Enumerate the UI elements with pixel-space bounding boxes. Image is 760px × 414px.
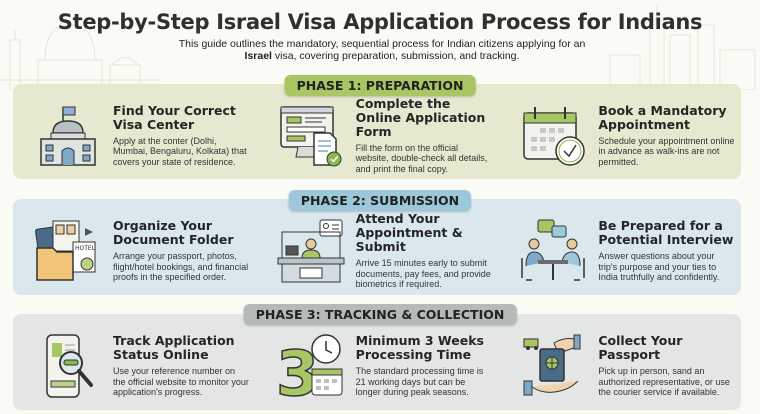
step-online-form: Complete the Online Application Form Fil… xyxy=(256,84,499,179)
phone-search-icon xyxy=(46,334,93,398)
subtitle-bold: Israel xyxy=(244,50,272,62)
calendar-clock-icon xyxy=(523,106,586,166)
step-title: Attend Your Appointment & Submit xyxy=(355,211,463,255)
phase-2-panel: HOTEL Organize Your Document Folder Arra… xyxy=(13,199,741,295)
passport-handover-icon xyxy=(523,334,581,396)
step-book-appointment: Book a Mandatory Appointment Schedule yo… xyxy=(498,84,741,179)
phase-3-panel: Track Application Status Online Use your… xyxy=(13,314,741,410)
step-collect-passport: Collect Your Passport Pick up in person,… xyxy=(498,314,741,410)
document-folder-icon: HOTEL xyxy=(35,220,96,281)
subtitle-text: This guide outlines the mandatory, seque… xyxy=(178,38,586,50)
computer-form-icon xyxy=(279,105,342,166)
service-counter-icon xyxy=(277,219,345,283)
step-description: Arrive 15 minutes early to submit docume… xyxy=(355,258,491,290)
step-title: Collect Your Passport xyxy=(598,333,683,363)
step-processing-time: 3 Minimum 3 Weeks Processing Time The st… xyxy=(256,314,499,410)
step-description: Fill the form on the official website, d… xyxy=(355,142,488,174)
step-title: Organize Your Document Folder xyxy=(113,218,234,248)
step-organize-documents: HOTEL Organize Your Document Folder Arra… xyxy=(13,199,256,295)
page-subtitle: This guide outlines the mandatory, seque… xyxy=(172,38,592,62)
phase-1-panel: Find Your Correct Visa Center Apply at t… xyxy=(13,84,741,179)
step-description: Use your reference number on the officia… xyxy=(113,366,249,398)
subtitle-text-end: visa, covering preparation, submission, … xyxy=(271,50,520,62)
step-description: Apply at the conter (Dolhi, Mumbai, Beng… xyxy=(113,135,247,167)
step-description: Schedule your appointment online in adva… xyxy=(598,135,735,167)
step-description: Pick up in person, sand an authorized re… xyxy=(598,366,730,398)
embassy-building-icon xyxy=(40,106,96,166)
step-title: Minimum 3 Weeks Processing Time xyxy=(355,333,484,363)
step-title: Complete the Online Application Form xyxy=(355,95,486,139)
header: Step-by-Step Israel Visa Application Pro… xyxy=(0,10,760,62)
step-attend-appointment: Attend Your Appointment & Submit Arrive … xyxy=(256,199,499,295)
step-title: Find Your Correct Visa Center xyxy=(113,102,236,132)
step-description: The standard processing time is 21 worki… xyxy=(355,366,484,398)
step-description: Answer questions about your trip's purpo… xyxy=(598,251,720,283)
interview-icon xyxy=(521,219,586,281)
phase-3-label: PHASE 3: TRACKING & COLLECTION xyxy=(243,304,517,325)
jerusalem-skyline-illustration xyxy=(0,24,160,90)
phase-2-label: PHASE 2: SUBMISSION xyxy=(288,190,472,211)
step-title: Book a Mandatory Appointment xyxy=(598,102,727,132)
step-interview: Be Prepared for a Potential Interview An… xyxy=(498,199,741,295)
step-description: Arrange your passport, photos, flight/ho… xyxy=(113,251,249,283)
hotel-label: HOTEL xyxy=(75,245,96,252)
step-find-visa-center: Find Your Correct Visa Center Apply at t… xyxy=(13,84,256,179)
step-track-status: Track Application Status Online Use your… xyxy=(13,314,256,410)
three-weeks-clock-icon: 3 xyxy=(276,334,343,399)
page-title: Step-by-Step Israel Visa Application Pro… xyxy=(57,10,703,34)
city-skyline-illustration xyxy=(609,5,756,90)
step-title: Be Prepared for a Potential Interview xyxy=(598,218,734,248)
step-title: Track Application Status Online xyxy=(113,333,235,363)
phase-1-label: PHASE 1: PREPARATION xyxy=(284,75,476,96)
